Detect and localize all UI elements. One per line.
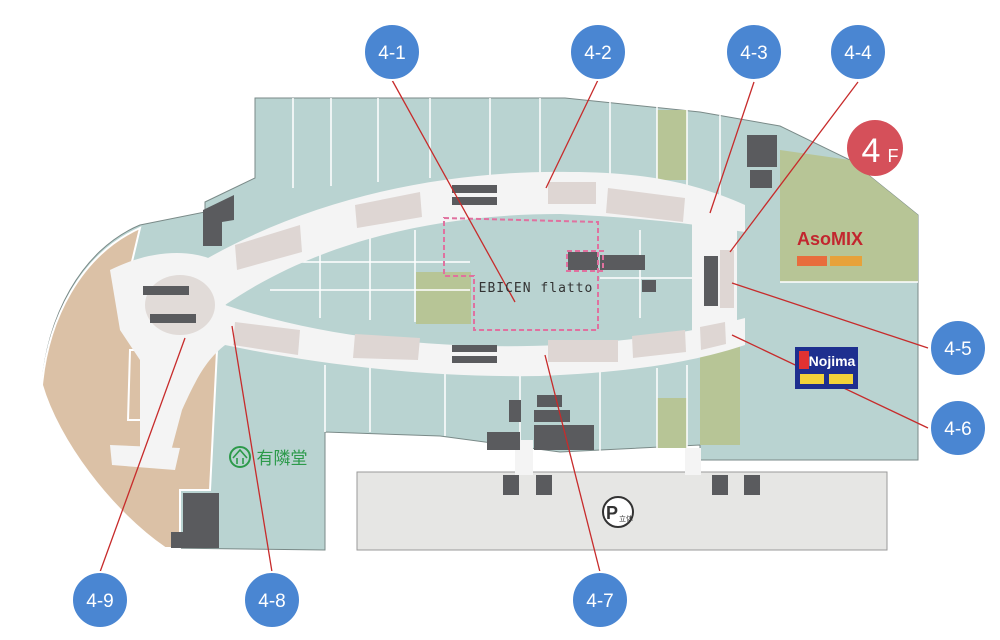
- yurindo-name: 有隣堂: [257, 449, 308, 469]
- pin-label: 4-7: [586, 591, 613, 612]
- pin-4-6[interactable]: 4-6: [929, 399, 987, 457]
- flatto-outline: [443, 216, 604, 331]
- pin-4-7[interactable]: 4-7: [571, 571, 629, 629]
- pin-label: 4-4: [844, 43, 872, 64]
- floor-badge: 4 F: [847, 120, 903, 176]
- pins: 4-1 4-2 4-3 4-4 4-5 4-6 4-7 4-8: [71, 23, 987, 629]
- parking-letter: P: [606, 503, 618, 523]
- parking-icon: P 立体: [602, 496, 634, 528]
- pin-4-8[interactable]: 4-8: [243, 571, 301, 629]
- yurindo-logo[interactable]: 有隣堂: [229, 446, 308, 469]
- kiosks: [233, 182, 734, 362]
- pin-4-2[interactable]: 4-2: [569, 23, 627, 81]
- asomix-name: AsoMIX: [797, 229, 863, 249]
- pin-label: 4-1: [378, 43, 405, 64]
- pin-label: 4-2: [584, 43, 611, 64]
- pin-4-5[interactable]: 4-5: [929, 319, 987, 377]
- central-plaza: [145, 275, 215, 335]
- olive-stores: [416, 110, 918, 448]
- pin-4-9[interactable]: 4-9: [71, 571, 129, 629]
- nojima-logo[interactable]: Nojima: [795, 347, 858, 389]
- parking-label: 立体: [619, 514, 633, 523]
- nojima-name: Nojima: [809, 353, 856, 369]
- pin-4-4[interactable]: 4-4: [829, 23, 887, 81]
- pin-label: 4-6: [944, 419, 971, 440]
- pin-4-3[interactable]: 4-3: [725, 23, 783, 81]
- ebicen-flatto-label: EBICEN flatto: [479, 281, 594, 296]
- floor-badge-suffix: F: [888, 146, 899, 166]
- pin-label: 4-3: [740, 43, 767, 64]
- pin-4-1[interactable]: 4-1: [363, 23, 421, 81]
- floor-badge-number: 4: [862, 132, 881, 170]
- pin-label: 4-8: [258, 591, 285, 612]
- service-blocks: [143, 135, 777, 548]
- pin-label: 4-9: [86, 591, 113, 612]
- pin-label: 4-5: [944, 339, 971, 360]
- asomix-logo[interactable]: AsoMIX: [797, 229, 863, 266]
